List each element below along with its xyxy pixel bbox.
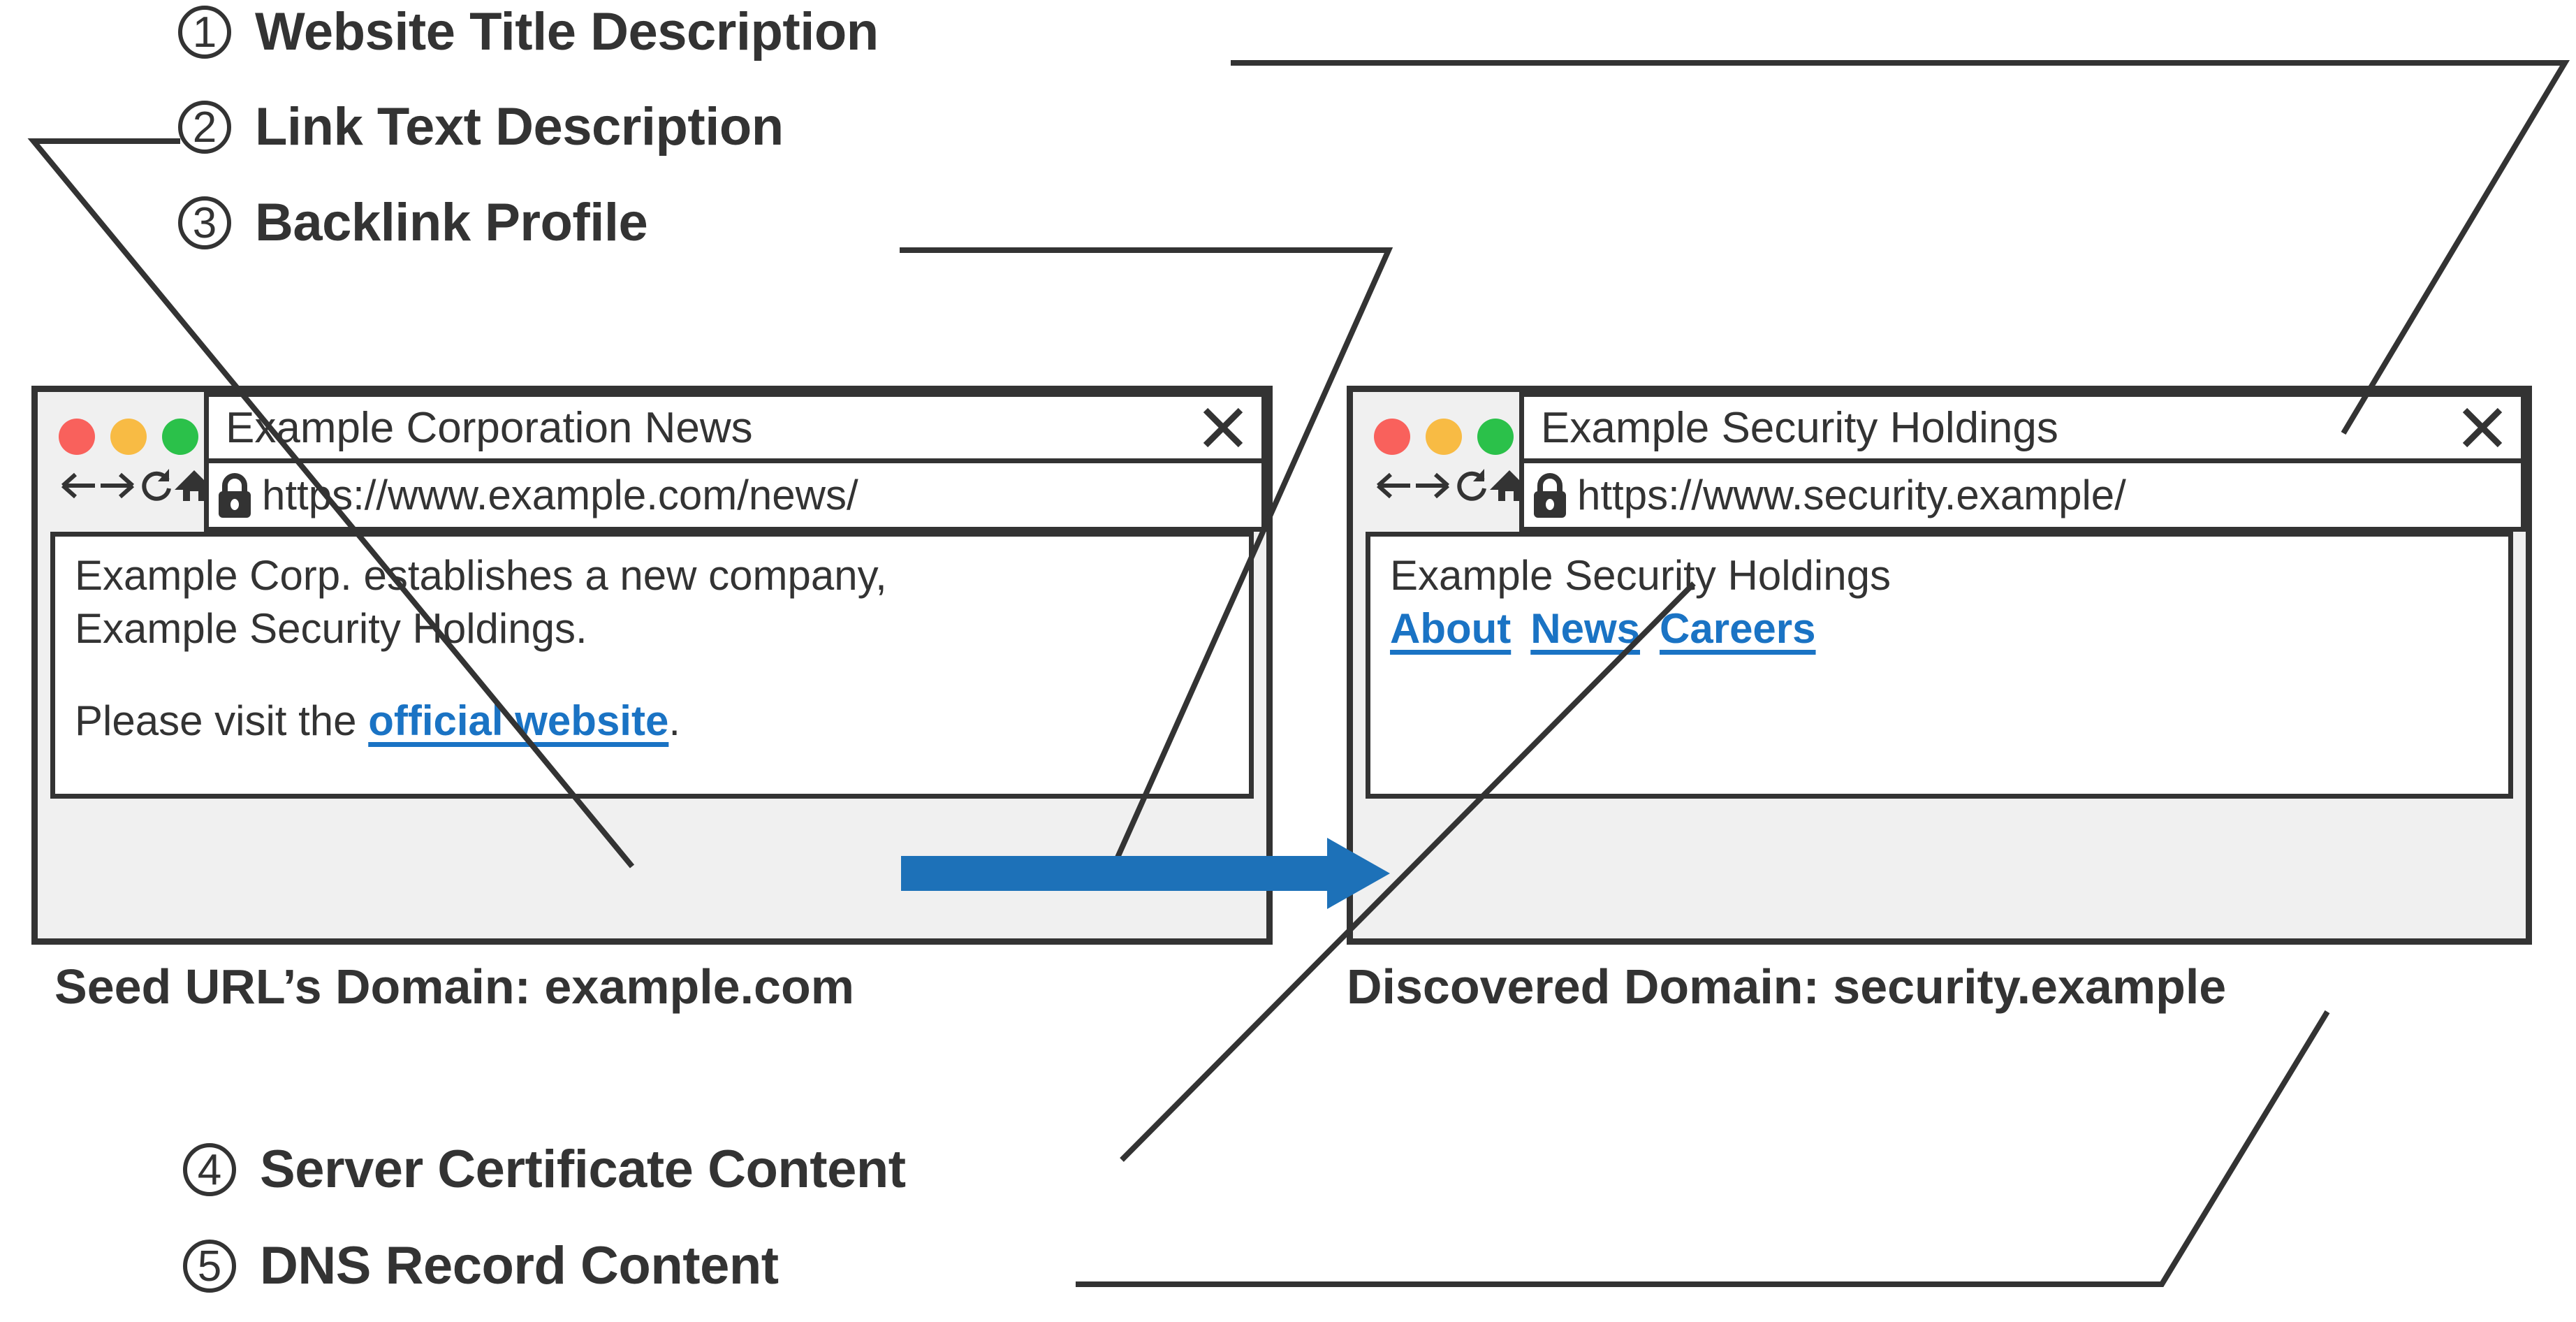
legend-label-5: DNS Record Content	[260, 1236, 779, 1295]
red-dot-icon[interactable]	[59, 419, 95, 455]
legend-item-4: 4 Server Certificate Content	[183, 1139, 906, 1200]
browser-url-bar-discovered[interactable]: https://www.security.example/	[1519, 463, 2526, 532]
legend-number-3: 3	[178, 196, 231, 249]
page-title-seed: Example Corporation News	[226, 403, 753, 452]
browser-chrome-discovered: Example Security Holdings https://www.se…	[1353, 392, 2526, 532]
legend-label-3: Backlink Profile	[255, 193, 648, 252]
official-website-link[interactable]: official website	[368, 697, 669, 744]
legend-number-5: 5	[183, 1239, 236, 1293]
legend-item-5: 5 DNS Record Content	[183, 1235, 779, 1296]
browser-controls-discovered	[1353, 392, 1529, 532]
page-body-line-3: Please visit the official website.	[75, 695, 1229, 748]
forward-arrow-icon[interactable]	[1413, 466, 1452, 505]
page-body-line-2: Example Security Holdings.	[75, 605, 587, 652]
page-body-line-1: Example Corp. establishes a new company,	[75, 552, 887, 599]
browser-window-discovered[interactable]: Example Security Holdings https://www.se…	[1347, 386, 2532, 945]
padlock-icon	[1528, 470, 1572, 521]
page-title-discovered: Example Security Holdings	[1541, 403, 2058, 452]
browser-window-seed[interactable]: Example Corporation News https://www.exa…	[31, 386, 1273, 945]
nav-link-news[interactable]: News	[1530, 605, 1641, 652]
close-x-icon[interactable]	[2459, 405, 2505, 451]
legend-item-2: 2 Link Text Description	[178, 96, 784, 157]
back-arrow-icon[interactable]	[1374, 466, 1413, 505]
browser-chrome-seed: Example Corporation News https://www.exa…	[38, 392, 1266, 532]
browser-title-bar-discovered: Example Security Holdings	[1519, 392, 2526, 463]
browser-controls-seed	[38, 392, 214, 532]
body-text-suffix: .	[668, 697, 680, 744]
site-nav: About News Careers	[1390, 602, 2489, 655]
legend-number-2: 2	[178, 100, 231, 154]
legend-item-1: 1 Website Title Description	[178, 1, 879, 62]
browser-url-bar-seed[interactable]: https://www.example.com/news/	[204, 463, 1266, 532]
nav-link-careers[interactable]: Careers	[1660, 605, 1816, 652]
caption-discovered-domain: Discovered Domain: security.example	[1347, 959, 2227, 1014]
forward-arrow-icon[interactable]	[98, 466, 137, 505]
legend-label-1: Website Title Description	[255, 2, 879, 61]
page-viewport-seed: Example Corp. establishes a new company,…	[50, 532, 1254, 799]
nav-link-about[interactable]: About	[1390, 605, 1512, 652]
close-x-icon[interactable]	[1200, 405, 1246, 451]
yellow-dot-icon[interactable]	[110, 419, 147, 455]
legend-number-4: 4	[183, 1142, 236, 1196]
nav-icons-seed	[59, 466, 214, 505]
reload-icon[interactable]	[1452, 466, 1488, 505]
back-arrow-icon[interactable]	[59, 466, 98, 505]
leader-line-5	[1076, 1010, 2330, 1287]
padlock-icon	[213, 470, 256, 521]
body-text-prefix: Please visit the	[75, 697, 369, 744]
caption-seed-domain: Seed URL’s Domain: example.com	[54, 959, 854, 1014]
browser-title-bar-seed: Example Corporation News	[204, 392, 1266, 463]
url-text-seed: https://www.example.com/news/	[262, 472, 858, 518]
nav-icons-discovered	[1374, 466, 1529, 505]
red-dot-icon[interactable]	[1374, 419, 1410, 455]
url-text-discovered: https://www.security.example/	[1577, 472, 2126, 518]
leader-line-1	[1231, 60, 2570, 435]
green-dot-icon[interactable]	[1477, 419, 1514, 455]
legend-label-4: Server Certificate Content	[260, 1140, 906, 1199]
legend-item-3: 3 Backlink Profile	[178, 192, 648, 253]
reload-icon[interactable]	[137, 466, 173, 505]
green-dot-icon[interactable]	[162, 419, 198, 455]
yellow-dot-icon[interactable]	[1426, 419, 1462, 455]
window-dots-seed	[59, 419, 204, 455]
page-viewport-discovered: Example Security Holdings About News Car…	[1366, 532, 2513, 799]
legend-label-2: Link Text Description	[255, 97, 784, 157]
legend-number-1: 1	[178, 5, 231, 59]
window-dots-discovered	[1374, 419, 1519, 455]
site-heading: Example Security Holdings	[1390, 552, 1891, 599]
browser-bars-discovered: Example Security Holdings https://www.se…	[1519, 392, 2526, 532]
body-spacer	[75, 655, 1229, 695]
browser-bars-seed: Example Corporation News https://www.exa…	[204, 392, 1266, 532]
